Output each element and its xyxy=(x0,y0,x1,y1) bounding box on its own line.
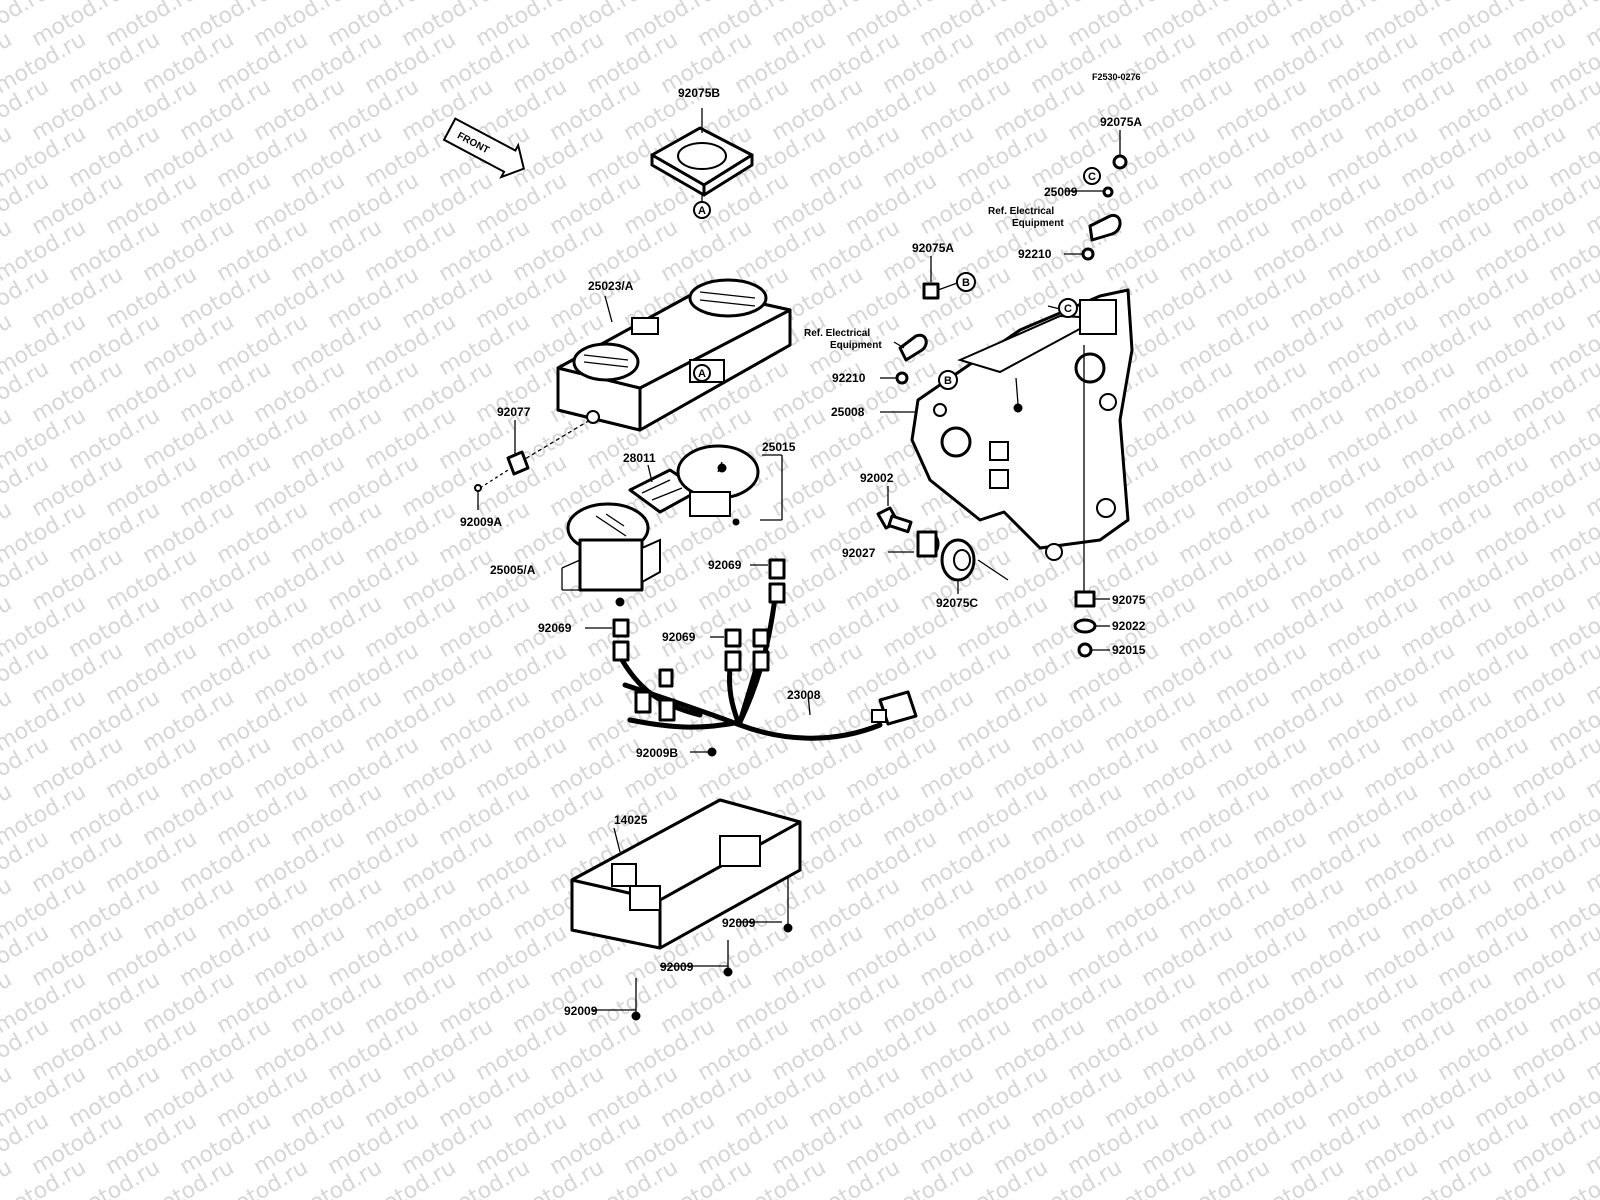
callout-b-nut: B xyxy=(962,277,970,289)
callout-b-bracket: B xyxy=(944,375,952,387)
label-92009-b: 92009 xyxy=(660,960,694,974)
part-25008-bracket xyxy=(880,288,1134,592)
ref-note-mid-line2: Equipment xyxy=(830,340,882,351)
label-92075a-mid: 92075A xyxy=(912,241,954,255)
label-92009-a: 92009 xyxy=(722,916,756,930)
ref-note-top-line1: Ref. Electrical xyxy=(988,206,1054,217)
label-92009b: 92009B xyxy=(636,746,678,760)
label-92075: 92075 xyxy=(1112,593,1146,607)
label-92027: 92027 xyxy=(842,546,876,560)
label-92210-mid: 92210 xyxy=(832,371,866,385)
part-top-clamp-group xyxy=(1064,130,1128,261)
part-23008-harness xyxy=(585,558,918,757)
label-92069-b: 92069 xyxy=(538,621,572,635)
label-92075a-top: 92075A xyxy=(1100,115,1142,129)
label-92015: 92015 xyxy=(1112,643,1146,657)
diagram-code: F2530-0276 xyxy=(1092,72,1141,82)
part-25005a-gauge xyxy=(561,502,661,607)
ref-note-mid-line1: Ref. Electrical xyxy=(804,328,870,339)
label-92009-c: 92009 xyxy=(564,1004,598,1018)
part-92077-cable-end xyxy=(474,419,591,510)
label-92077: 92077 xyxy=(497,405,531,419)
part-25023a-meter-case xyxy=(556,278,792,432)
label-25023a: 25023/A xyxy=(588,279,634,293)
label-92002: 92002 xyxy=(860,471,894,485)
label-25015: 25015 xyxy=(762,440,796,454)
callout-c-bracket: C xyxy=(1064,303,1072,315)
part-mid-nut-group xyxy=(880,256,976,385)
callout-a-top: A xyxy=(698,205,706,217)
label-92075b: 92075B xyxy=(678,86,720,100)
label-92075c: 92075C xyxy=(936,596,978,610)
part-92075c-damper xyxy=(940,538,1009,594)
label-92022: 92022 xyxy=(1112,619,1146,633)
ref-note-top-line2: Equipment xyxy=(1012,218,1064,229)
part-right-stack xyxy=(1073,590,1110,658)
label-92069-a: 92069 xyxy=(708,558,742,572)
label-28011: 28011 xyxy=(623,451,656,465)
part-14025-cover xyxy=(570,798,802,1021)
label-92009a: 92009A xyxy=(460,515,502,529)
label-25005a: 25005/A xyxy=(490,563,536,577)
callout-a-meter: A xyxy=(698,368,706,380)
label-25009: 25009 xyxy=(1044,185,1078,199)
callout-c-clamp: C xyxy=(1088,171,1096,183)
label-25008: 25008 xyxy=(831,405,865,419)
label-92069-c: 92069 xyxy=(662,630,696,644)
part-92002-bolt xyxy=(876,486,913,534)
part-92027-collar xyxy=(888,530,940,558)
part-25015-gauge xyxy=(676,444,783,526)
part-92075b-grommet xyxy=(650,108,754,219)
label-23008: 23008 xyxy=(787,688,821,702)
label-14025: 14025 xyxy=(614,813,648,827)
label-92210-top: 92210 xyxy=(1018,247,1052,261)
